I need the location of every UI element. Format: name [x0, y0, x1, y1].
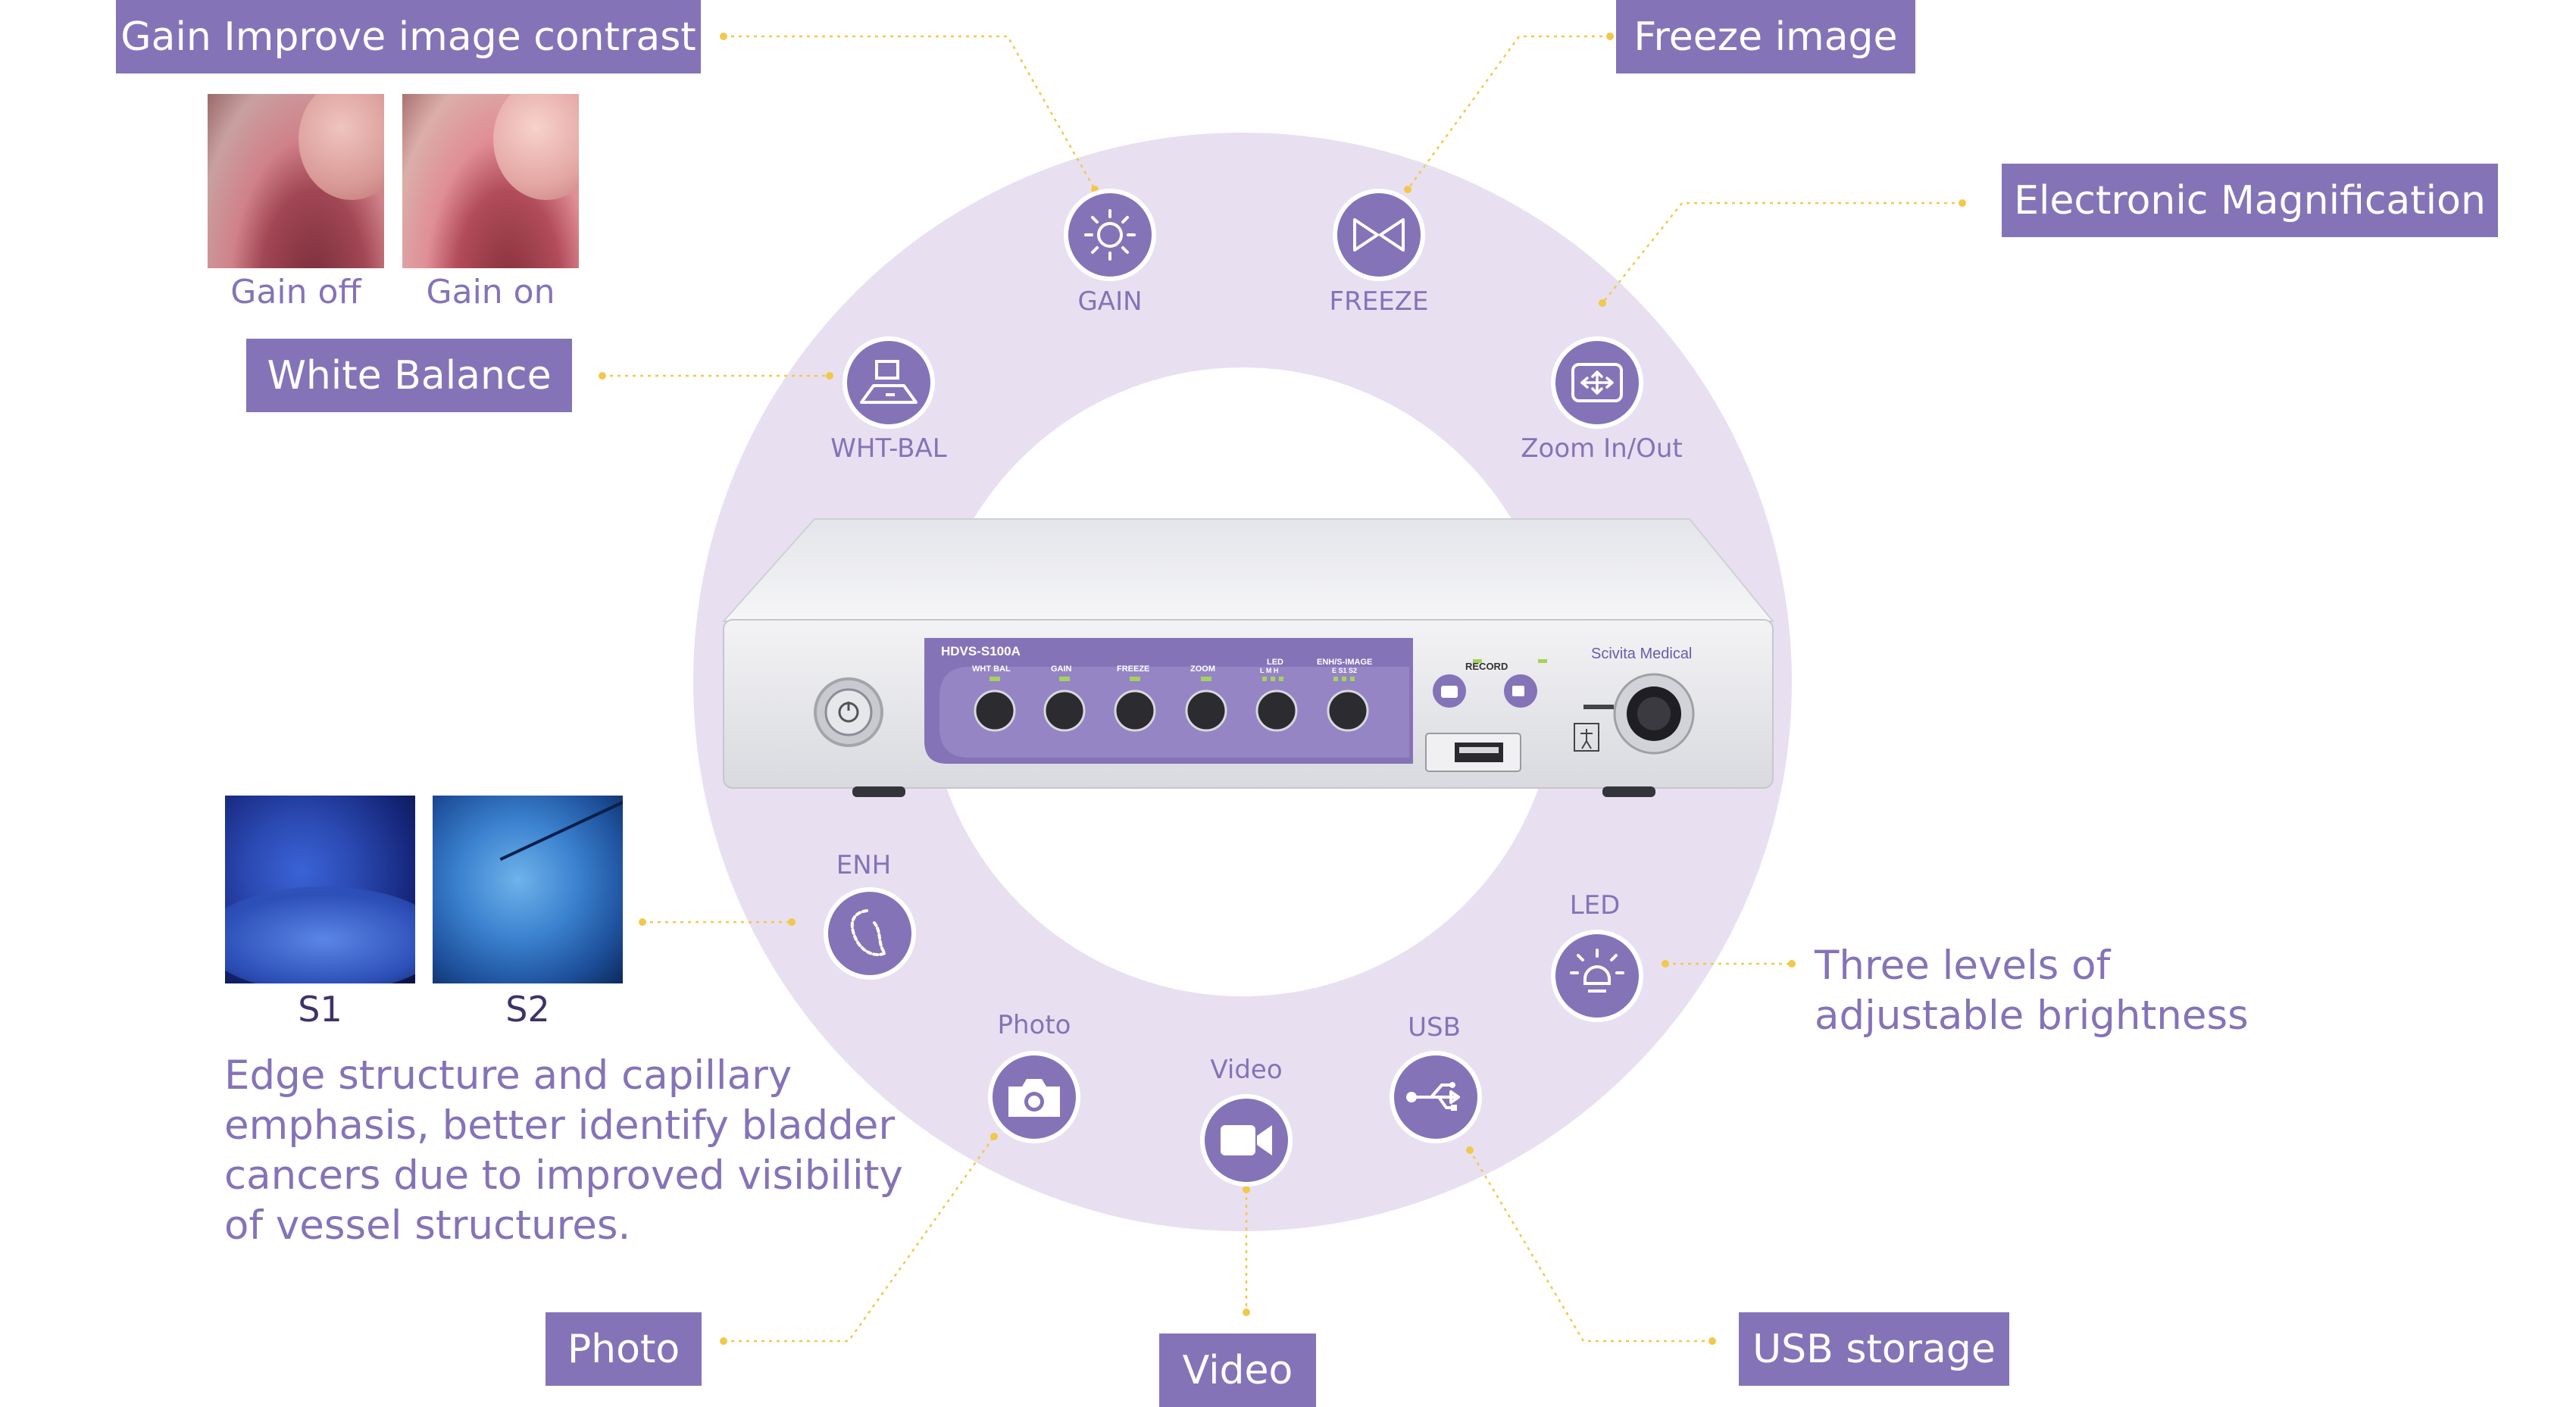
- panel-label-enh: ENH/S-IMAGE: [1317, 658, 1373, 667]
- ring-buttons: [824, 189, 1643, 1187]
- enh-description-line: Edge structure and capillary: [224, 1052, 792, 1099]
- dot-led-a: [1662, 960, 1669, 968]
- brand-name: Scivita Medical: [1591, 646, 1693, 662]
- dot-wb-b: [826, 372, 833, 380]
- usb-callout: USB storage: [1739, 1312, 2009, 1386]
- panel-label-enh-levels: E S1 S2: [1332, 667, 1358, 674]
- video-callout: Video: [1159, 1334, 1316, 1407]
- panel-label-gain: GAIN: [1051, 664, 1072, 674]
- panel-label-zoom: ZOOM: [1190, 664, 1215, 674]
- photo-callout: Photo: [546, 1312, 702, 1386]
- dot-enh-b: [788, 918, 796, 926]
- camera-icon: [988, 1051, 1080, 1143]
- enh-description: Edge structure and capillary emphasis, b…: [224, 1051, 906, 1251]
- s1-photo: [225, 796, 415, 983]
- magnification-callout: Electronic Magnification: [2002, 164, 2498, 237]
- brightness-description: Three levels of adjustable brightness: [1815, 941, 2345, 1041]
- panel-led-button: [1255, 689, 1298, 732]
- usb-icon: [1390, 1051, 1482, 1143]
- device-top: [721, 518, 1775, 622]
- led-label: LED: [1569, 890, 1621, 921]
- freeze-label: FREEZE: [1329, 286, 1429, 317]
- panel-label-led: LED: [1267, 658, 1283, 667]
- enh-description-line: emphasis, better identify bladder: [224, 1102, 896, 1149]
- dot-video-b: [1243, 1309, 1250, 1316]
- dot-led-b: [1788, 960, 1796, 968]
- gain-off-photo: [208, 94, 384, 268]
- panel-label-wht-bal: WHT BAL: [972, 664, 1011, 674]
- s2-photo: [433, 796, 623, 983]
- zoom-icon: [1551, 336, 1643, 429]
- dot-usb-b: [1466, 1146, 1474, 1154]
- enh-icon: [824, 887, 916, 980]
- panel-zoom-button: [1185, 689, 1227, 732]
- dot-freeze-a: [1606, 33, 1614, 40]
- device-model: HDVS-S100A: [941, 644, 1021, 658]
- dot-freeze-b: [1404, 186, 1411, 193]
- video-icon: [1200, 1094, 1293, 1187]
- wht-bal-label: WHT-BAL: [830, 433, 947, 464]
- dot-mag-a: [1959, 199, 1966, 207]
- video-label: Video: [1210, 1055, 1283, 1085]
- zoom-label: Zoom In/Out: [1521, 433, 1683, 464]
- gain-label: GAIN: [1077, 286, 1143, 317]
- dot-enh-a: [639, 918, 646, 926]
- photo-label: Photo: [997, 1010, 1071, 1040]
- panel-freeze-button: [1114, 689, 1156, 732]
- panel-wht-bal-button: [974, 689, 1016, 732]
- device-foot-right: [1602, 786, 1655, 797]
- freeze-icon: [1333, 189, 1425, 281]
- record-label: RECORD: [1465, 661, 1508, 672]
- panel-label-led-levels: L M H: [1260, 667, 1279, 674]
- gain-icon: [1064, 189, 1156, 281]
- dot-photo-b: [990, 1133, 998, 1140]
- leader-freeze: [1406, 35, 1610, 190]
- leader-gain: [724, 35, 1096, 190]
- panel-enh-button: [1327, 689, 1369, 732]
- leader-usb: [1468, 1149, 1712, 1343]
- s2-caption: S2: [505, 989, 550, 1030]
- brightness-line: adjustable brightness: [1815, 993, 2249, 1039]
- panel-label-freeze: FREEZE: [1117, 664, 1150, 674]
- dot-gain-a: [720, 33, 727, 40]
- enh-label: ENH: [836, 850, 892, 880]
- gain-callout: Gain Improve image contrast: [116, 0, 701, 73]
- gain-on-photo: [402, 94, 579, 268]
- led-icon: [1551, 930, 1643, 1022]
- leader-magnification: [1602, 202, 1962, 304]
- brightness-line: Three levels of: [1815, 943, 2111, 989]
- video-processor-device: [721, 518, 1775, 797]
- s1-caption: S1: [298, 989, 342, 1030]
- dot-video-a: [1243, 1186, 1250, 1193]
- usb-label: USB: [1408, 1012, 1461, 1043]
- dot-mag-b: [1599, 299, 1606, 307]
- enh-description-line: of vessel structures.: [224, 1202, 631, 1249]
- patient-symbol: [1574, 723, 1599, 752]
- device-foot-left: [852, 786, 905, 797]
- white-balance-callout: White Balance: [246, 339, 572, 412]
- gain-off-caption: Gain off: [230, 273, 361, 311]
- dot-photo-a: [720, 1337, 727, 1345]
- dot-wb-a: [599, 372, 606, 380]
- freeze-callout: Freeze image: [1616, 0, 1915, 73]
- enh-description-line: cancers due to improved visibility: [224, 1152, 903, 1199]
- panel-gain-button: [1043, 689, 1086, 732]
- white-balance-icon: [843, 336, 935, 429]
- gain-on-caption: Gain on: [426, 273, 555, 311]
- dot-usb-a: [1708, 1337, 1716, 1345]
